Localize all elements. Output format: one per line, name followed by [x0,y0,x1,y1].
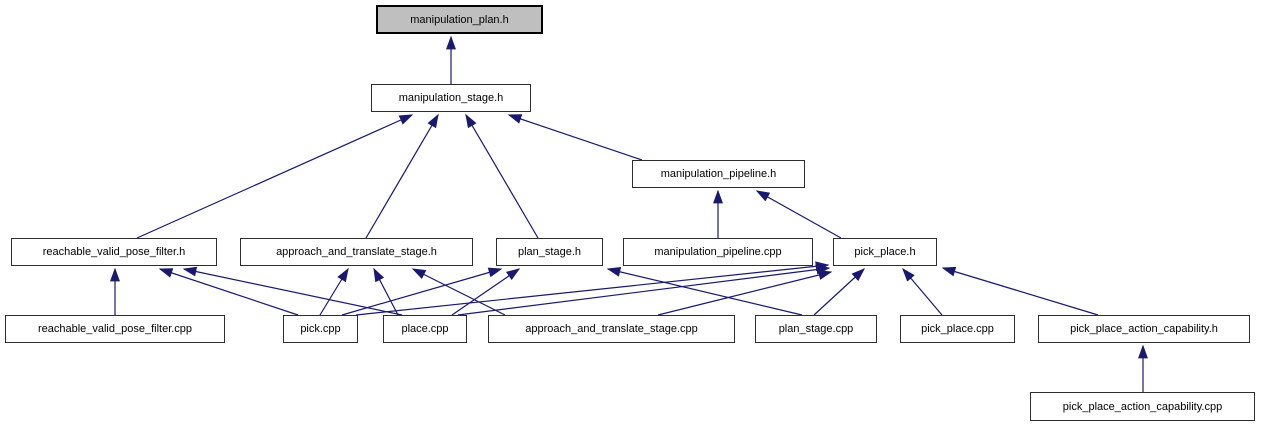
include-edge [341,267,503,316]
graph-node-label: plan_stage.cpp [778,323,854,335]
graph-node-place.cpp[interactable]: place.cpp [383,315,467,343]
graph-node-approach_and_translate_stage.h[interactable]: approach_and_translate_stage.h [240,238,473,266]
graph-node-pick.cpp[interactable]: pick.cpp [283,315,358,343]
include-edge [755,190,842,239]
include-edge [507,114,643,161]
include-edge [136,114,414,239]
graph-node-label: approach_and_translate_stage.h [276,246,437,258]
graph-node-label: pick_place_action_capability.h [1070,323,1218,335]
graph-node-reachable_valid_pose_filter.cpp[interactable]: reachable_valid_pose_filter.cpp [5,315,225,343]
include-edge [941,266,1099,316]
include-edge [411,268,506,316]
graph-node-label: place.cpp [401,323,449,335]
include-edge [606,267,803,316]
graph-node-manipulation_plan.h: manipulation_plan.h [376,5,543,34]
graph-node-label: reachable_valid_pose_filter.cpp [37,323,193,335]
include-edge [158,268,299,316]
include-edge [813,268,866,316]
graph-node-label: pick_place.h [854,246,916,258]
include-edge [365,113,439,239]
include-edge [319,267,349,316]
graph-node-label: manipulation_pipeline.cpp [654,246,782,258]
include-edge [457,264,831,316]
graph-node-pick_place.h[interactable]: pick_place.h [833,238,937,266]
graph-node-label: pick_place.cpp [921,323,994,335]
graph-node-pick_place.cpp[interactable]: pick_place.cpp [900,315,1015,343]
graph-node-pick_place_action_capability.h[interactable]: pick_place_action_capability.h [1038,315,1250,343]
graph-node-manipulation_pipeline.cpp[interactable]: manipulation_pipeline.cpp [623,238,813,266]
include-edge [657,270,833,316]
include-edge [182,266,403,316]
graph-node-plan_stage.h[interactable]: plan_stage.h [496,238,603,266]
graph-node-label: manipulation_pipeline.h [660,168,777,180]
graph-node-label: manipulation_plan.h [410,13,509,26]
graph-node-manipulation_pipeline.h[interactable]: manipulation_pipeline.h [632,160,805,188]
graph-node-label: manipulation_stage.h [398,92,504,104]
include-edge [465,113,539,239]
graph-node-pick_place_action_capability.cpp[interactable]: pick_place_action_capability.cpp [1030,392,1255,421]
graph-node-reachable_valid_pose_filter.h[interactable]: reachable_valid_pose_filter.h [11,238,217,266]
graph-node-label: plan_stage.h [518,246,581,258]
include-edge [373,267,399,316]
graph-node-label: pick.cpp [300,323,341,335]
graph-node-approach_and_translate_stage.cpp[interactable]: approach_and_translate_stage.cpp [488,315,735,343]
graph-node-label: reachable_valid_pose_filter.h [42,246,186,258]
graph-node-label: pick_place_action_capability.cpp [1062,400,1223,413]
graph-node-label: approach_and_translate_stage.cpp [525,323,698,335]
graph-node-plan_stage.cpp[interactable]: plan_stage.cpp [755,315,877,343]
include-edge [355,261,830,316]
include-edge [902,267,943,316]
include-edge [451,268,521,316]
graph-node-manipulation_stage.h[interactable]: manipulation_stage.h [371,84,531,112]
